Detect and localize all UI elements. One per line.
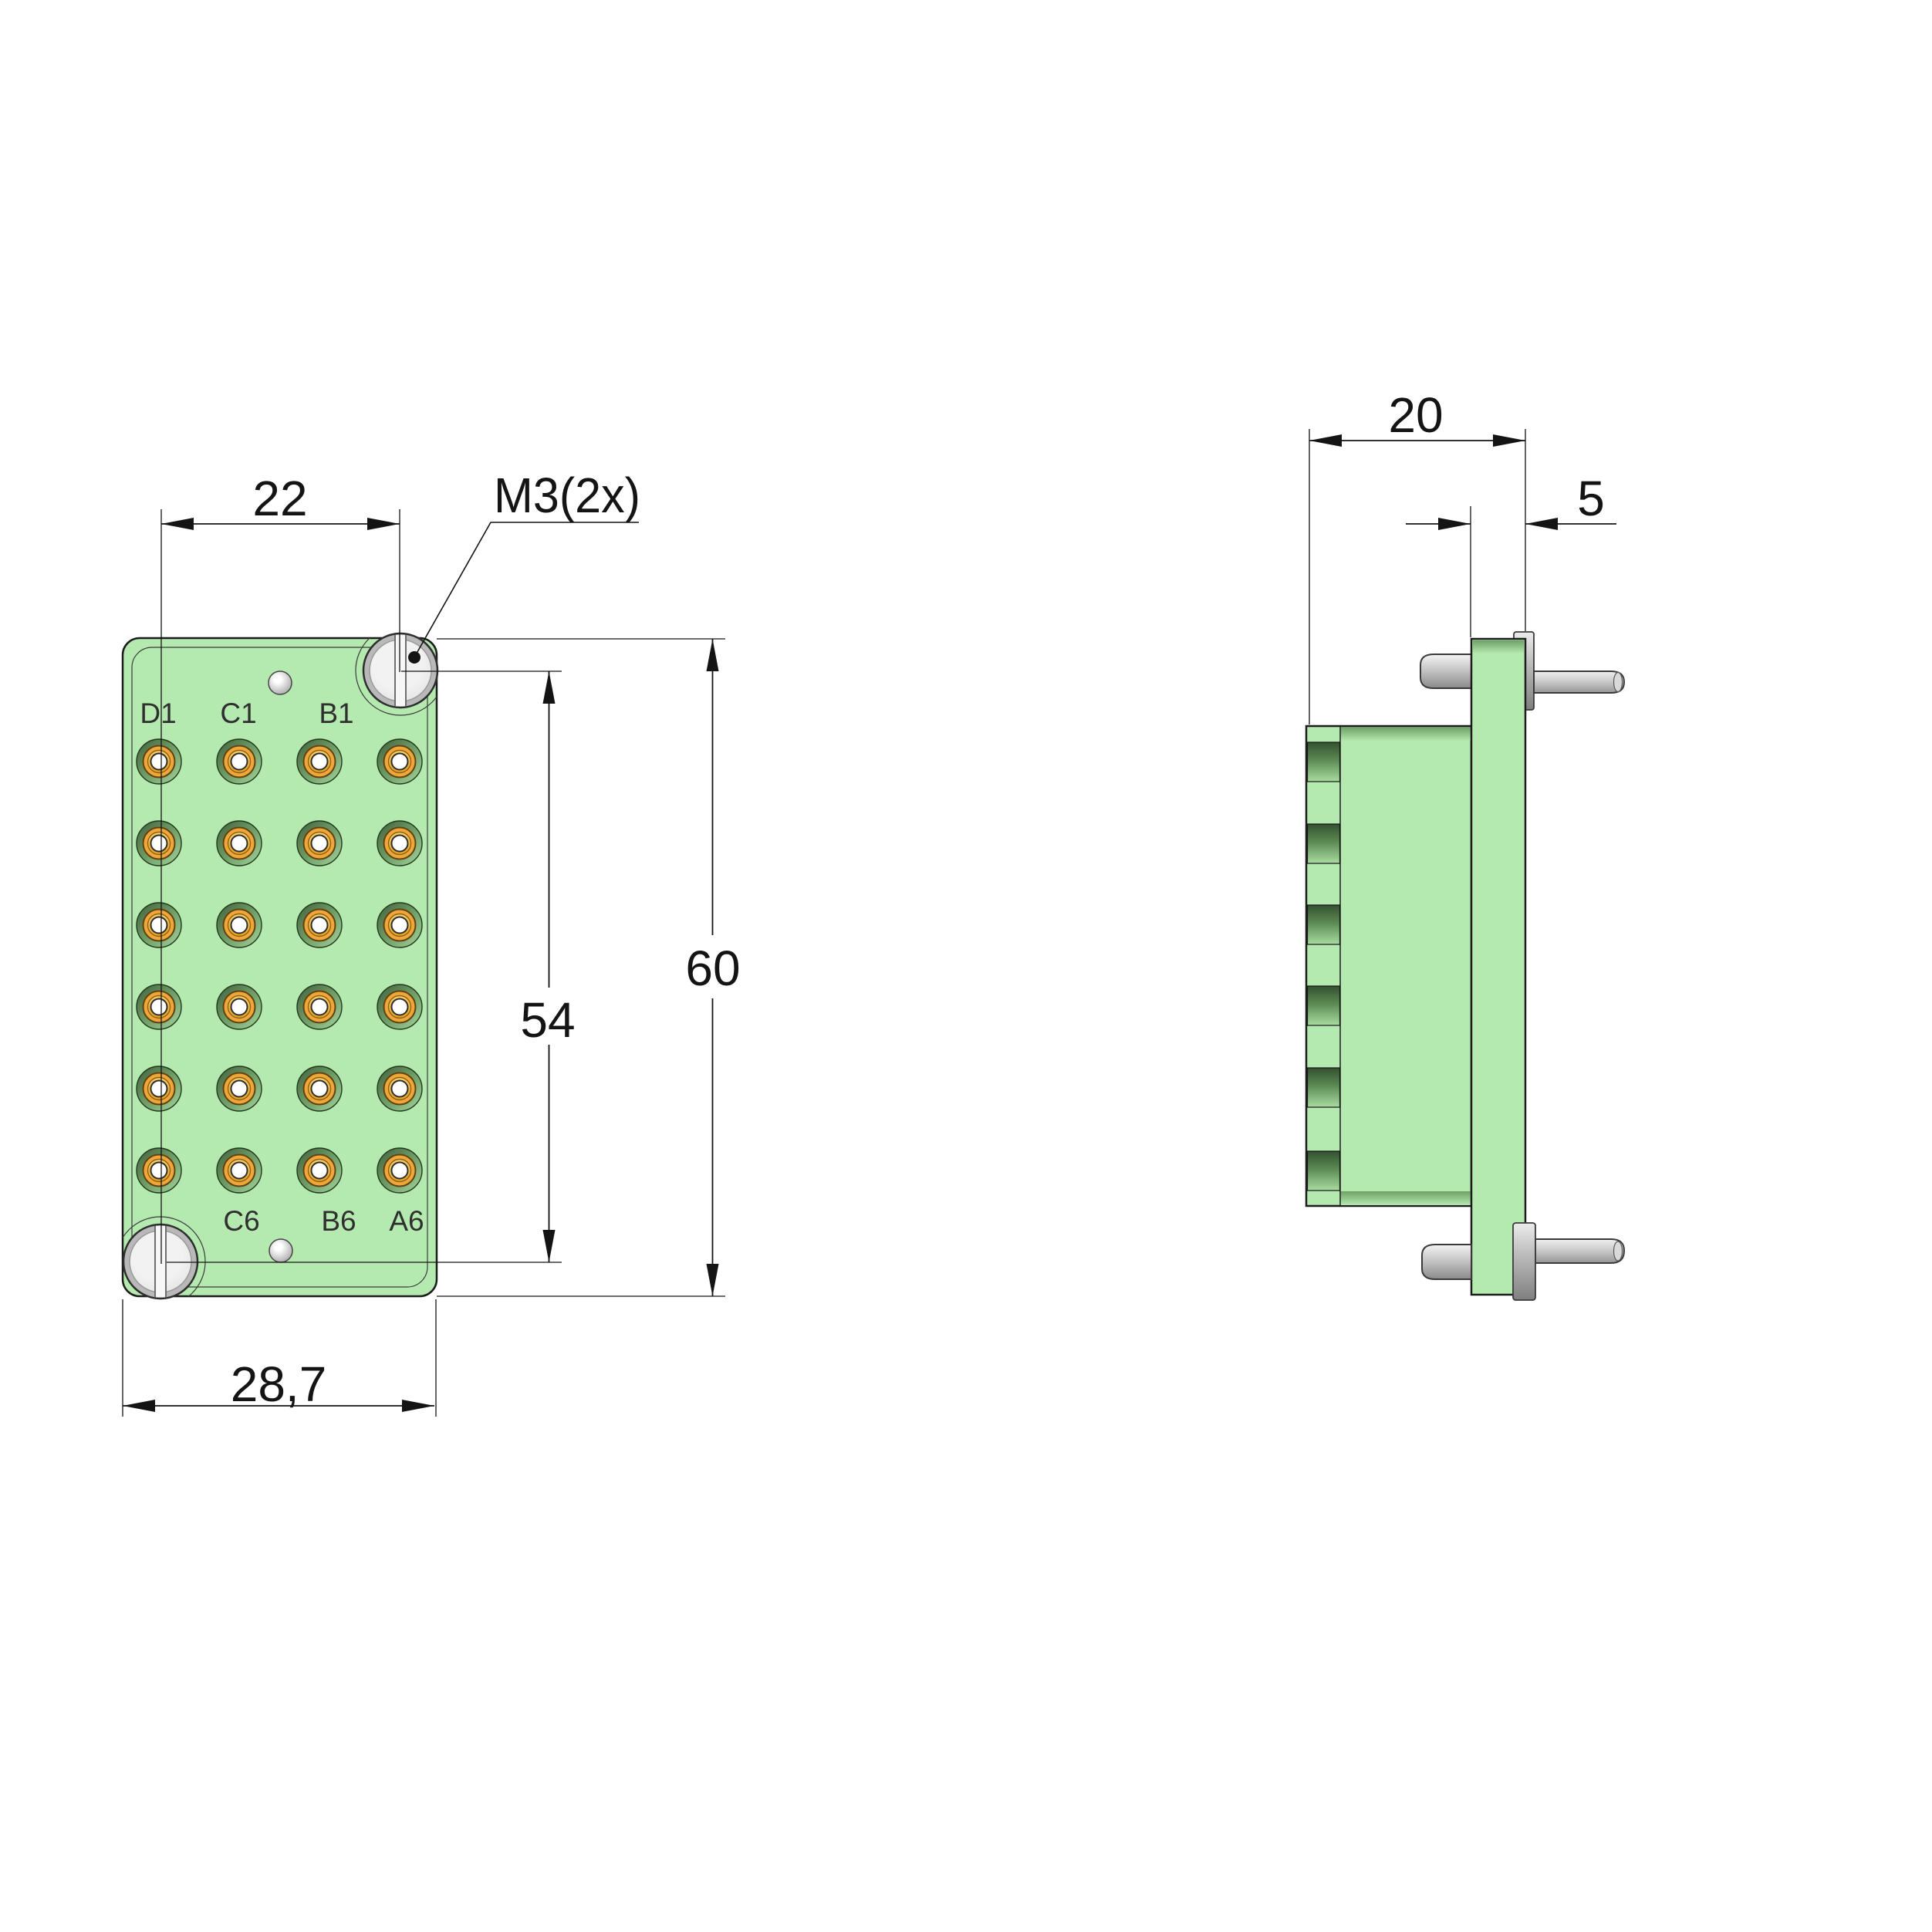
dim-54: 54 <box>167 670 576 1263</box>
screw-pin-bottom <box>1421 1244 1472 1280</box>
callout-m3: M3(2x) <box>408 468 640 664</box>
contact <box>136 1066 182 1112</box>
dim-20: 20 <box>1309 387 1526 724</box>
leader-dot <box>408 651 421 664</box>
thread-callout-text: M3(2x) <box>494 468 640 523</box>
flange-top-shading <box>1473 640 1524 654</box>
label-d1: D1 <box>140 697 176 729</box>
label-b6: B6 <box>321 1205 356 1237</box>
screw-shaft-top <box>1533 670 1626 694</box>
contact <box>216 902 262 948</box>
contact <box>377 820 423 866</box>
dim-20-value: 20 <box>1388 387 1443 443</box>
index-hole-bottom <box>269 1238 293 1263</box>
contact <box>377 1066 423 1112</box>
plate-chamfer-contour <box>131 647 428 1288</box>
contact <box>216 984 262 1030</box>
front-view: D1 C1 B1 C6 B6 A6 <box>121 632 439 1300</box>
dim-22-value: 22 <box>252 471 307 526</box>
mounting-flange <box>1470 637 1527 1296</box>
contact <box>377 1147 423 1194</box>
dim-22: 22 <box>160 471 400 1264</box>
side-view <box>1305 631 1626 1301</box>
screw-shaft-bottom-end <box>1613 1241 1623 1262</box>
contact <box>296 1147 343 1194</box>
contact <box>216 1066 262 1112</box>
screw-washer-bottom <box>1512 1222 1536 1301</box>
contact <box>377 984 423 1030</box>
screw-boss-contours <box>123 638 437 1296</box>
dim-60-value: 60 <box>685 941 740 996</box>
contact <box>216 820 262 866</box>
screw-shaft-bottom <box>1535 1238 1626 1264</box>
contact <box>136 738 182 785</box>
contact <box>296 738 343 785</box>
contact <box>136 820 182 866</box>
contact-socket-notches <box>1306 741 1341 1191</box>
contact <box>136 1147 182 1194</box>
contact <box>136 902 182 948</box>
dim-5: 5 <box>1406 471 1616 637</box>
dimension-layer: 22 M3(2x) 60 54 <box>122 387 1616 1417</box>
housing-plate <box>121 637 438 1298</box>
housing-body-side <box>1305 724 1473 1208</box>
contact <box>296 902 343 948</box>
contact <box>136 984 182 1030</box>
label-c1: C1 <box>220 697 256 729</box>
screw-shaft-top-end <box>1613 671 1623 693</box>
contact <box>296 1066 343 1112</box>
dim-60: 60 <box>437 638 741 1297</box>
body-bottom-shading <box>1340 1191 1471 1205</box>
contact <box>296 984 343 1030</box>
index-hole-top <box>268 670 292 695</box>
dim-28-7-value: 28,7 <box>231 1356 327 1412</box>
dim-5-value: 5 <box>1577 471 1605 526</box>
label-a6: A6 <box>389 1205 424 1237</box>
contact <box>296 820 343 866</box>
screw-head-bottom-left <box>122 1223 199 1300</box>
label-c6: C6 <box>223 1205 259 1237</box>
contact <box>377 902 423 948</box>
screw-pin-top <box>1420 654 1472 689</box>
dim-54-value: 54 <box>520 992 575 1048</box>
contact <box>216 1147 262 1194</box>
contact-labels: D1 C1 B1 C6 B6 A6 <box>140 697 424 1237</box>
body-top-shading <box>1340 727 1471 741</box>
label-b1: B1 <box>319 697 353 729</box>
dim-28-7: 28,7 <box>122 1299 437 1417</box>
contact <box>377 738 423 785</box>
screw-head-top-right <box>362 632 439 709</box>
contact <box>216 738 262 785</box>
